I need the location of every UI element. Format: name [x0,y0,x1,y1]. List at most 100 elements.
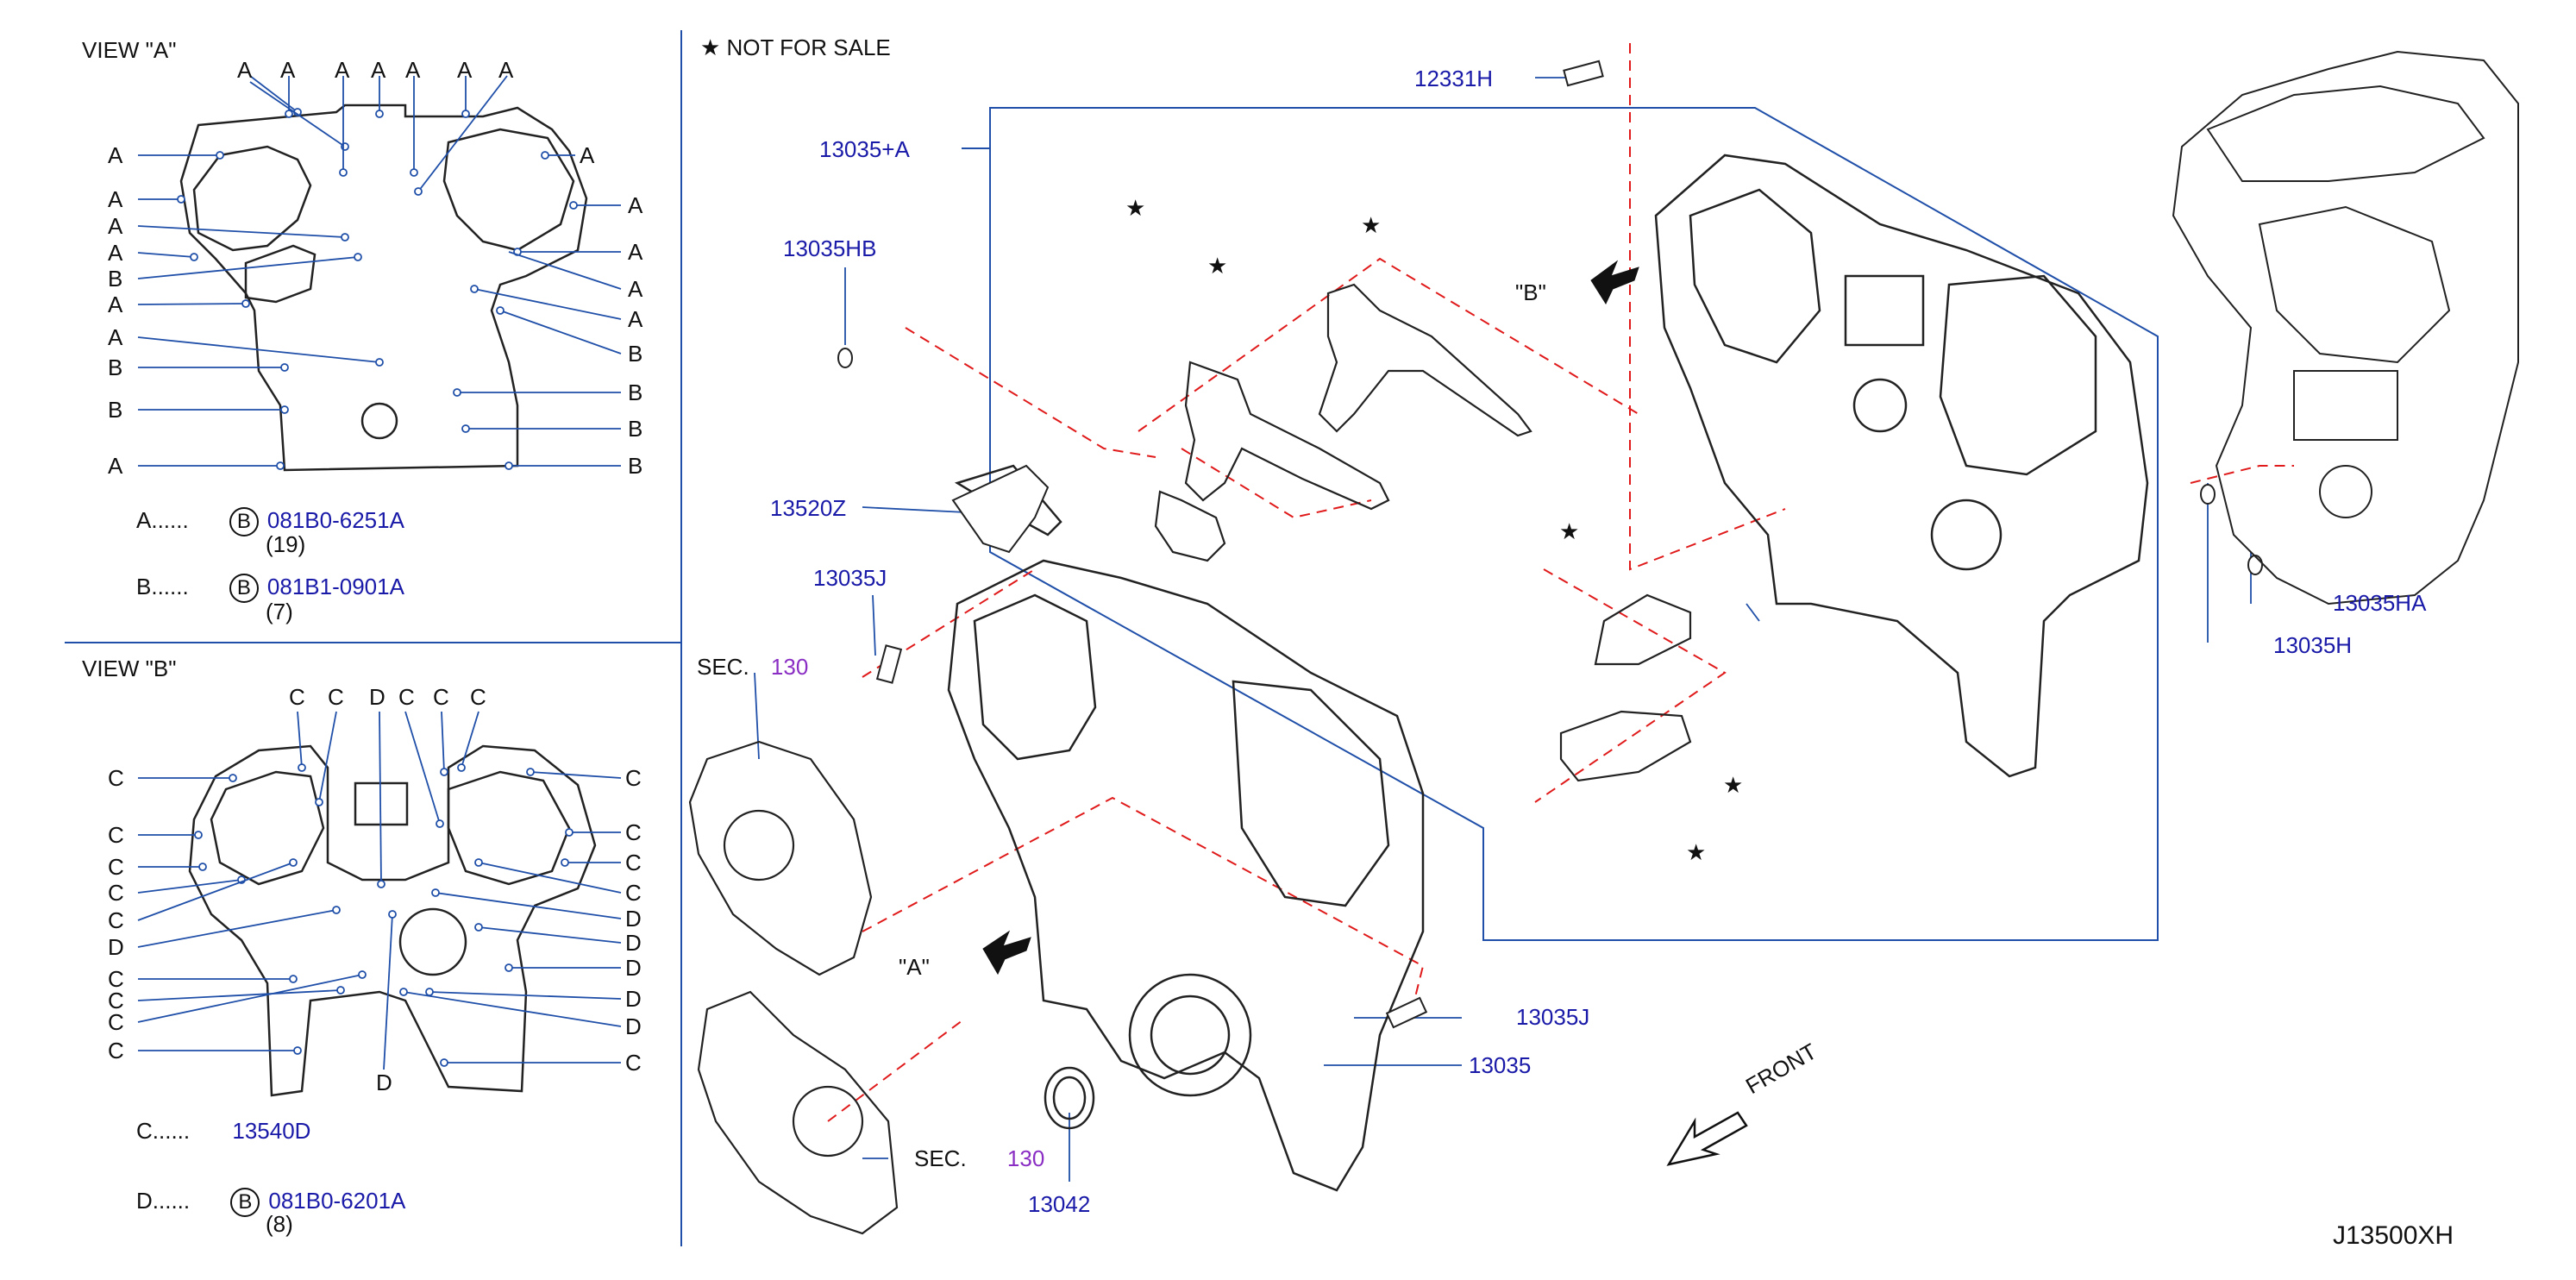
direction-arrows [982,260,1639,976]
label-a: A [628,239,643,265]
label-d: D [625,955,642,981]
part-number-link[interactable]: 081B1-0901A [266,573,404,599]
legend-qty: (8) [266,1211,293,1237]
label-c: C [108,907,124,933]
callout-13035J[interactable]: 13035J [813,565,887,591]
label-c: C [625,880,642,906]
section-ref-2[interactable]: SEC. 130 [914,1147,1044,1170]
label-a: A [335,57,350,83]
legend-key: A...... [136,506,189,533]
label-c: C [108,880,124,906]
front-timing-cover [947,464,1425,1192]
leader-lines [754,77,2252,1182]
callout-13035A[interactable]: 13035+A [819,136,910,162]
front-arrow [1666,1111,1748,1166]
label-d: D [369,684,385,710]
callout-12331H[interactable]: 12331H [1414,66,1494,91]
label-c: C [625,765,642,791]
label-b: B [628,453,643,479]
label-c: C [108,1009,124,1035]
label-c: C [108,854,124,880]
label-c: C [108,988,124,1013]
star-icon: ★ [1686,839,1707,865]
label-a: A [498,57,514,83]
view-a-leaders [137,75,622,470]
star-icon: ★ [1559,518,1580,544]
label-c: C [398,684,415,710]
view-b-legend-c: C...... 13540D [136,1120,310,1142]
label-b: B [108,397,123,423]
circle-b-icon: B [230,1188,260,1217]
label-d: D [108,934,124,960]
label-d: D [625,930,642,956]
view-b-legend-d: D...... B 081B0-6201A [136,1188,405,1217]
label-a: A [108,142,123,168]
timing-cover-rear [1654,154,2149,778]
assembly-dash-lines [827,43,2294,1122]
view-b-cover-outline [188,744,597,1097]
label-c: C [108,966,124,992]
view-a-cover-outline [179,104,588,472]
section-ref-1[interactable]: SEC. 130 [697,656,808,678]
label-a: A [108,213,123,239]
label-d: D [376,1070,392,1095]
label-a: A [237,57,253,83]
label-a: A [628,306,643,332]
label-a: A [405,57,421,83]
legend-key: C...... [136,1118,191,1144]
label-d: D [625,1013,642,1039]
view-a-legend-a: A...... B 081B0-6251A [136,507,404,536]
view-a-title: VIEW "A" [82,37,177,63]
label-a: A [108,186,123,212]
label-c: C [108,822,124,848]
callout-13035J[interactable]: 13035J [1516,1004,1590,1030]
oil-seal [1044,1066,1095,1130]
callout-13042[interactable]: 13042 [1028,1191,1091,1217]
callout-13035[interactable]: 13035 [1469,1052,1532,1078]
diagram-id: J13500XH [2333,1221,2454,1250]
legend-qty: (19) [266,531,306,557]
part-number-link[interactable]: 081B0-6251A [266,506,404,533]
label-c: C [433,684,449,710]
star-icon: ★ [1361,212,1382,238]
view-b-arrow-label: "B" [1515,279,1546,305]
label-c: C [625,850,642,875]
engine-block [2172,50,2519,605]
label-a: A [371,57,386,83]
gasket-group-box [962,107,2159,941]
legend-key: D...... [136,1187,191,1214]
circle-b-icon: B [229,507,259,536]
label-d: D [625,986,642,1012]
label-a: A [457,57,473,83]
label-a: A [580,142,595,168]
section-label: SEC. [697,654,749,680]
label-a: A [108,324,123,350]
star-icon: ★ [1723,772,1744,798]
part-number-link[interactable]: 081B0-6201A [268,1187,406,1214]
callout-13520Z[interactable]: 13520Z [770,495,847,521]
part-number-link[interactable]: 13540D [232,1118,311,1144]
section-label: SEC. [914,1145,967,1171]
circle-b-icon: B [229,574,259,603]
label-b: B [628,380,643,405]
label-b: B [628,416,643,442]
label-a: A [628,192,643,218]
label-d: D [625,906,642,932]
not-for-sale-note: ★ NOT FOR SALE [700,35,891,60]
label-c: C [470,684,486,710]
label-a: A [280,57,296,83]
section-number[interactable]: 130 [1006,1145,1045,1171]
upper-gasket-set [1154,283,1692,782]
legend-qty: (7) [266,599,293,624]
callout-13035H[interactable]: 13035H [2273,632,2353,658]
label-a: A [108,292,123,317]
view-b-leaders [137,711,622,1070]
callout-13035HB[interactable]: 13035HB [783,235,877,261]
star-icon: ★ [1207,253,1228,279]
label-a: A [108,240,123,266]
section-number[interactable]: 130 [770,654,809,680]
label-c: C [289,684,305,710]
callout-13035HA[interactable]: 13035HA [2333,590,2427,616]
